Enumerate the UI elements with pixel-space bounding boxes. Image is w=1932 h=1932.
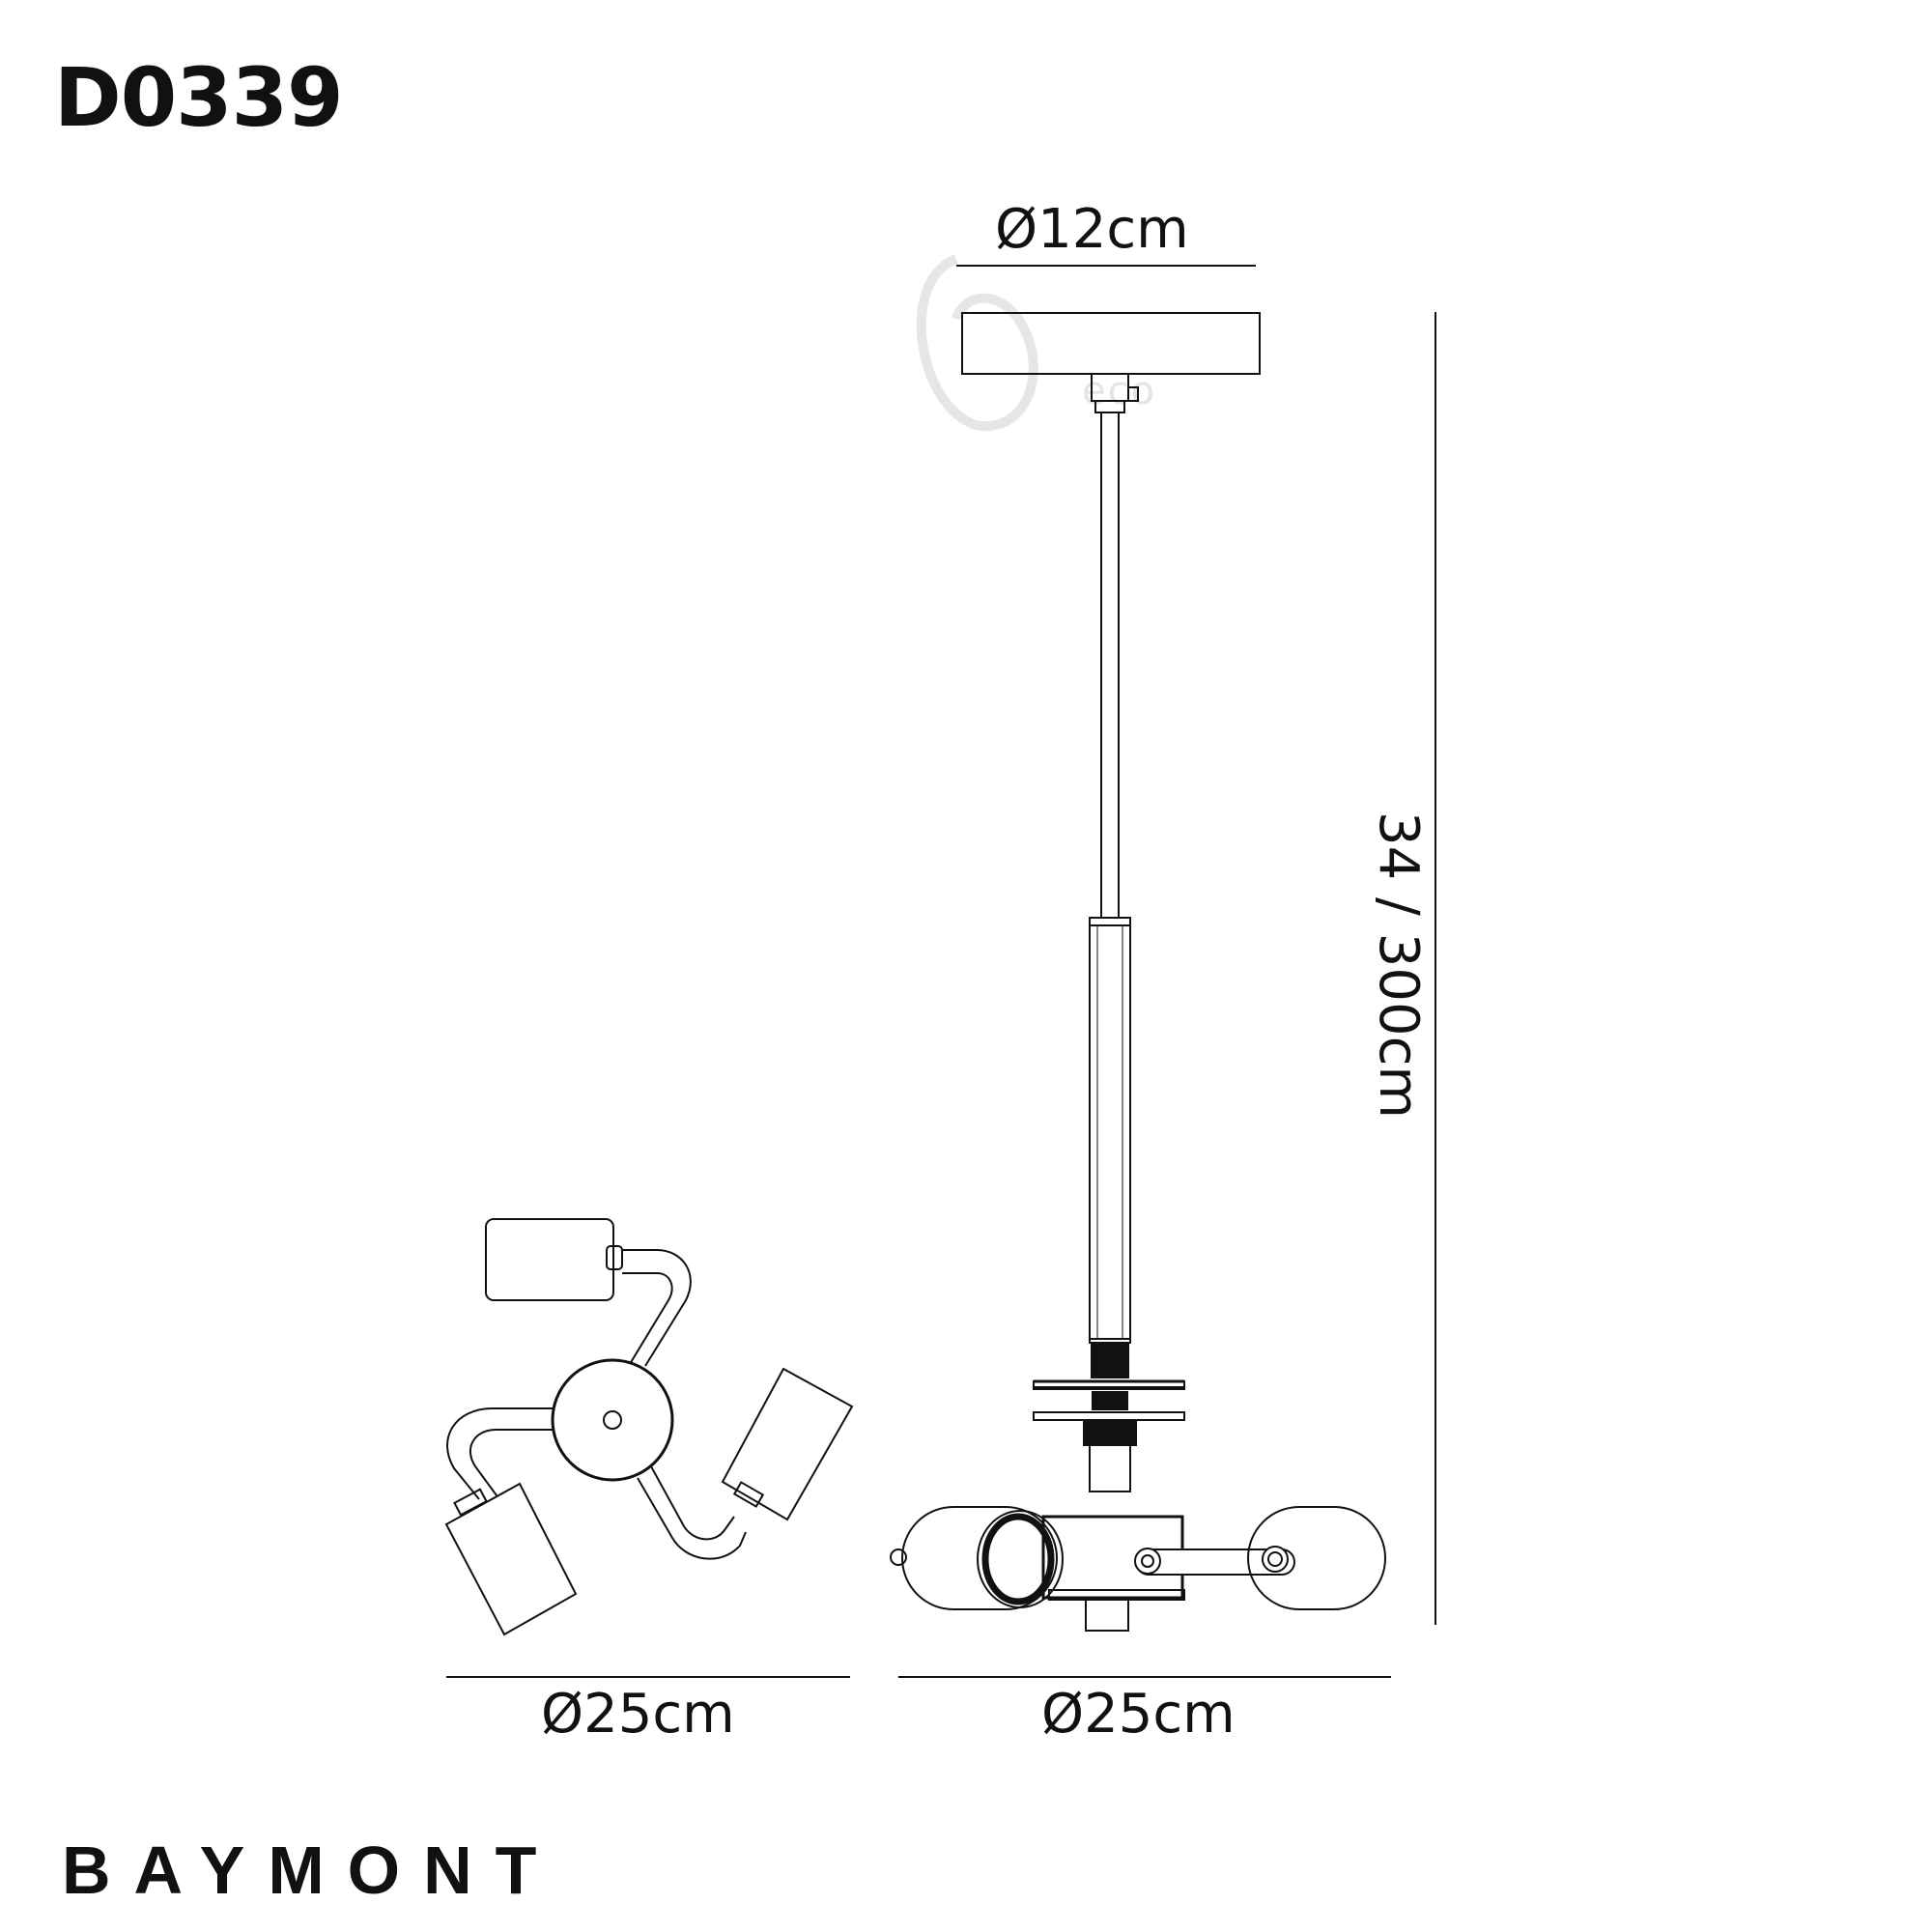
canopy-grub-screw (1127, 386, 1139, 402)
height-label: 34 / 300cm (1367, 811, 1430, 1119)
plan-diameter-label: Ø25cm (541, 1683, 735, 1746)
shade-front-inner (981, 1513, 1055, 1605)
shade-front-outer (977, 1510, 1064, 1608)
plan-hub-center (603, 1410, 622, 1430)
shade-right-elevation (1247, 1506, 1386, 1610)
plan-arm-right (637, 1477, 747, 1560)
mounting-plate-lower (1033, 1411, 1185, 1421)
shade-left-elevation (901, 1506, 1058, 1610)
elevation-diameter-label: Ø25cm (1041, 1683, 1236, 1746)
plan-view (444, 1218, 854, 1636)
threaded-nipple-lower (1083, 1419, 1137, 1446)
plan-shade-top (485, 1218, 614, 1301)
shade-left-knob (890, 1548, 907, 1566)
plan-arm-top (622, 1249, 692, 1367)
plan-shade-right (721, 1367, 854, 1521)
lower-rod-sleeve (1089, 917, 1131, 1344)
stem (1089, 1444, 1131, 1492)
watermark-swirl (916, 254, 1038, 432)
product-code: D0339 (54, 50, 344, 145)
watermark-logo: eco (1082, 369, 1157, 413)
canopy-connector (1091, 373, 1129, 402)
plan-arm-left (446, 1407, 553, 1500)
mounting-plate-upper (1033, 1380, 1185, 1390)
canopy-diameter-label: Ø12cm (995, 198, 1189, 261)
brand-name: BAYMONT (62, 1833, 560, 1908)
plan-hub (551, 1358, 674, 1482)
ceiling-canopy (961, 312, 1261, 375)
hub-bottom-cap (1085, 1599, 1129, 1632)
threaded-nipple-upper (1091, 1342, 1129, 1378)
plan-shade-left (444, 1482, 578, 1636)
connector-collar (1094, 400, 1125, 413)
